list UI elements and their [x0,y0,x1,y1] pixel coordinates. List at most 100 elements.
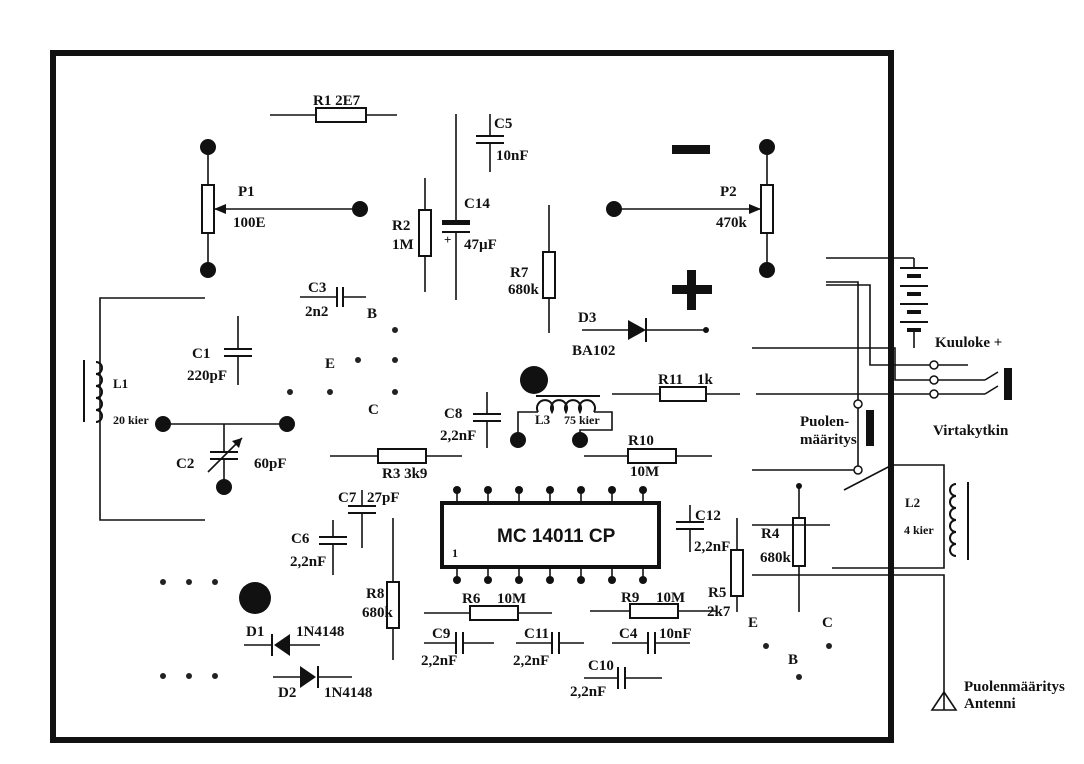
ic-label: MC 14011 CP [497,526,616,547]
resistor-r6: R6 10M [424,591,552,621]
ic-pins-top [453,486,647,503]
r5-value: 2k7 [707,604,731,620]
t2-collector-label: C [822,615,833,631]
resistor-r5: R5 2k7 [707,518,744,620]
ic-pins-bottom [453,567,647,584]
virtakytkin-label: Virtakytkin [933,423,1009,439]
puolen-switch-label-2: määritys [800,432,857,448]
t1-emitter-label: E [325,356,335,372]
l1-value: 20 kier [113,413,149,427]
c10-label: C10 [588,658,614,674]
r5-label: R5 [708,585,726,601]
p2-value: 470k [716,215,748,231]
c9-value: 2,2nF [421,653,457,669]
capacitor-c8: C8 2,2nF [440,392,501,448]
l1-label: L1 [113,376,128,391]
capacitor-c12: C12 2,2nF [676,505,730,555]
r7-value: 680k [508,282,540,298]
d2-label: D2 [278,685,296,701]
c10-value: 2,2nF [570,684,606,700]
r9-value: 10M [656,590,685,606]
capacitor-c10: C10 2,2nF [570,658,662,700]
d1-label: D1 [246,624,264,640]
resistor-r2: R2 1M [392,178,432,292]
diode-d1: D1 1N4148 [244,624,344,656]
c2-label: C2 [176,456,194,472]
c6-value: 2,2nF [290,554,326,570]
c8-label: C8 [444,406,462,422]
d3-label: D3 [578,310,596,326]
r4-label: R4 [761,526,780,542]
r8-value: 680k [362,605,394,621]
transistor-2-pins: E C B [748,615,833,680]
diode-d2: D2 1N4148 [273,666,372,701]
capacitor-c9: C9 2,2nF [421,626,494,669]
r4-value: 680k [760,550,792,566]
headphone-jack: Kuuloke + Virtakytkin [752,335,1012,439]
c4-value: 10nF [659,626,692,642]
r2-label: R2 [392,218,410,234]
resistor-r7: R7 680k [508,205,556,333]
c9-label: C9 [432,626,450,642]
capacitor-c6: C6 2,2nF [290,520,347,575]
puolen-switch-label-1: Puolen- [800,414,849,430]
r10-value: 10M [630,464,659,480]
antenna-label-2: Antenni [964,696,1016,712]
d3-value: BA102 [572,343,615,359]
kuuloke-label: Kuuloke + [935,335,1002,351]
c11-value: 2,2nF [513,653,549,669]
c3-label: C3 [308,280,326,296]
p1-value: 100E [233,215,266,231]
t1-base-label: B [367,306,377,322]
capacitor-c1: C1 220pF [187,316,252,385]
potentiometer-p1: P1 100E [200,139,368,278]
c5-label: C5 [494,116,512,132]
c2-value: 60pF [254,456,287,472]
r7-label: R7 [510,265,529,281]
capacitor-c3: C3 2n2 [300,280,366,320]
r11-label: R11 [658,372,683,388]
c7-value: 27pF [367,490,400,506]
c14-plus: + [444,232,451,247]
l2-label: L2 [905,495,920,510]
p1-label: P1 [238,184,255,200]
minus-sign [672,145,710,154]
c5-value: 10nF [496,148,529,164]
c4-label: C4 [619,626,638,642]
c8-value: 2,2nF [440,428,476,444]
capacitor-c7: C7 27pF [338,490,400,548]
c14-label: C14 [464,196,490,212]
c1-value: 220pF [187,368,227,384]
r10-label: R10 [628,433,654,449]
c12-value: 2,2nF [694,539,730,555]
c11-label: C11 [524,626,549,642]
r6-label: R6 [462,591,481,607]
r9-label: R9 [621,590,639,606]
loose-pads [160,579,271,679]
capacitor-c11: C11 2,2nF [513,626,584,669]
varicap-diode-d3: D3 BA102 [572,310,709,359]
c6-label: C6 [291,531,310,547]
c1-label: C1 [192,346,210,362]
t1-collector-label: C [368,402,379,418]
l3-label: L3 [535,412,551,427]
t2-emitter-label: E [748,615,758,631]
resistor-r1: R1 2E7 [270,93,397,123]
board-outline [50,50,894,743]
d1-value: 1N4148 [296,624,344,640]
t2-base-label: B [788,652,798,668]
resistor-r8: R8 680k [362,518,400,660]
resistor-r9: R9 10M [590,590,716,619]
d2-value: 1N4148 [324,685,372,701]
coil-l3: L3 75 kier [510,366,613,448]
l2-value: 4 kier [904,523,934,537]
p2-label: P2 [720,184,737,200]
ic-mc14011: MC 14011 CP 1 [440,486,661,584]
r8-label: R8 [366,586,384,602]
r6-value: 10M [497,591,526,607]
trimmer-capacitor-c2: C2 60pF [155,416,295,495]
plus-sign [672,270,712,310]
antenna-label-1: Puolenmääritys [964,679,1065,695]
r2-value: 1M [392,237,414,253]
transistor-1-pins: B E C [287,306,398,418]
